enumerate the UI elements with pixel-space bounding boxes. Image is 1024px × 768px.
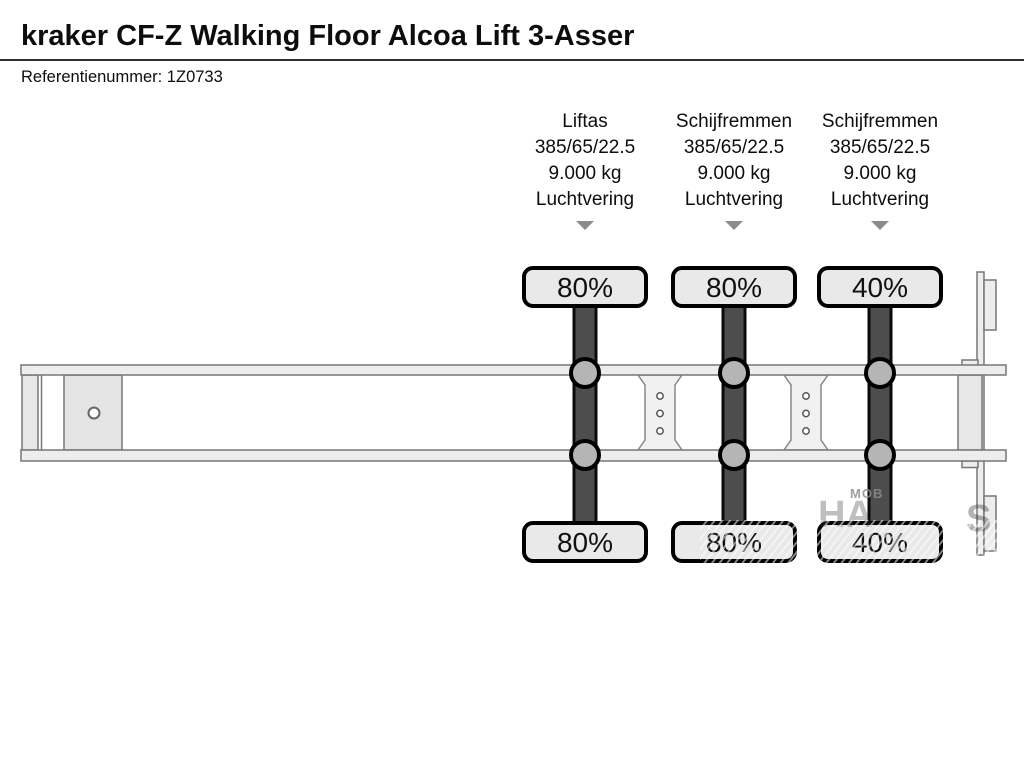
front-cap xyxy=(21,374,39,451)
axle-3-load: 9.000 kg xyxy=(843,163,917,184)
axle-2-info: Schijfremmen 385/65/22.5 9.000 kg Luchtv… xyxy=(659,109,809,230)
axle-2-hub-top xyxy=(718,357,750,389)
axle-1-tire-top xyxy=(522,266,648,308)
axle-1-beam xyxy=(572,301,598,529)
axle-1-tire-bottom xyxy=(522,521,648,563)
axle-3-suspension: Luchtvering xyxy=(830,189,930,210)
axle-2-tire-top xyxy=(671,266,797,308)
axle-3-beam xyxy=(867,301,893,529)
axle-2: 80% 80% xyxy=(671,266,797,563)
front-section xyxy=(21,374,123,451)
kingpin xyxy=(87,406,101,420)
axle-1-tire-size: 385/65/22.5 xyxy=(534,137,636,158)
axle-1-hub-bottom xyxy=(569,439,601,471)
chassis-diagram: 80% 80% 80% 80% 40% 40% xyxy=(20,266,1007,563)
axle-2-tire-top-wear: 80% xyxy=(706,272,762,303)
axle-1-suspension: Luchtvering xyxy=(535,189,635,210)
axle-2-tire-size: 385/65/22.5 xyxy=(683,137,785,158)
page-title: kraker CF-Z Walking Floor Alcoa Lift 3-A… xyxy=(21,20,635,52)
pointer-down-icon xyxy=(576,221,594,230)
axle-1-tire-top-wear: 80% xyxy=(557,272,613,303)
pointer-down-icon xyxy=(725,221,743,230)
axle-1-load: 9.000 kg xyxy=(548,163,622,184)
axle-1-type: Liftas xyxy=(562,111,608,132)
axle-3-tire-size: 385/65/22.5 xyxy=(829,137,931,158)
axle-2-load: 9.000 kg xyxy=(697,163,771,184)
axle-1-info: Liftas 385/65/22.5 9.000 kg Luchtvering xyxy=(510,109,660,230)
axle-3-hub-bottom xyxy=(864,439,896,471)
rear-hinge-top xyxy=(983,279,997,331)
pointer-down-icon xyxy=(871,221,889,230)
axle-1-hub-top xyxy=(569,357,601,389)
axle-1: 80% 80% xyxy=(522,266,648,563)
reference-number: Referentienummer: 1Z0733 xyxy=(21,68,223,86)
rear-crossmember xyxy=(957,374,983,451)
axle-3-tire-top xyxy=(817,266,943,308)
crossmember-2 xyxy=(782,374,830,451)
crossmember-1 xyxy=(636,374,684,451)
axle-2-type: Schijfremmen xyxy=(675,111,793,132)
axle-3-info: Schijfremmen 385/65/22.5 9.000 kg Luchtv… xyxy=(805,109,955,230)
axle-2-tire-bottom-wear: 80% xyxy=(706,527,762,558)
axle-3-tire-bottom-wear: 40% xyxy=(852,527,908,558)
header-divider xyxy=(0,59,1024,61)
chassis-rail-bottom xyxy=(20,449,1007,462)
axle-3-tire-top-wear: 40% xyxy=(852,272,908,303)
chassis-rail-top xyxy=(20,364,1007,376)
axle-2-beam xyxy=(721,301,747,529)
rear-hinge-bottom xyxy=(983,495,997,552)
axle-2-hub-bottom xyxy=(718,439,750,471)
axle-3-hub-top xyxy=(864,357,896,389)
axle-2-suspension: Luchtvering xyxy=(684,189,784,210)
axle-1-tire-bottom-wear: 80% xyxy=(557,527,613,558)
axle-3-type: Schijfremmen xyxy=(821,111,939,132)
axle-3: 40% 40% xyxy=(817,266,943,563)
